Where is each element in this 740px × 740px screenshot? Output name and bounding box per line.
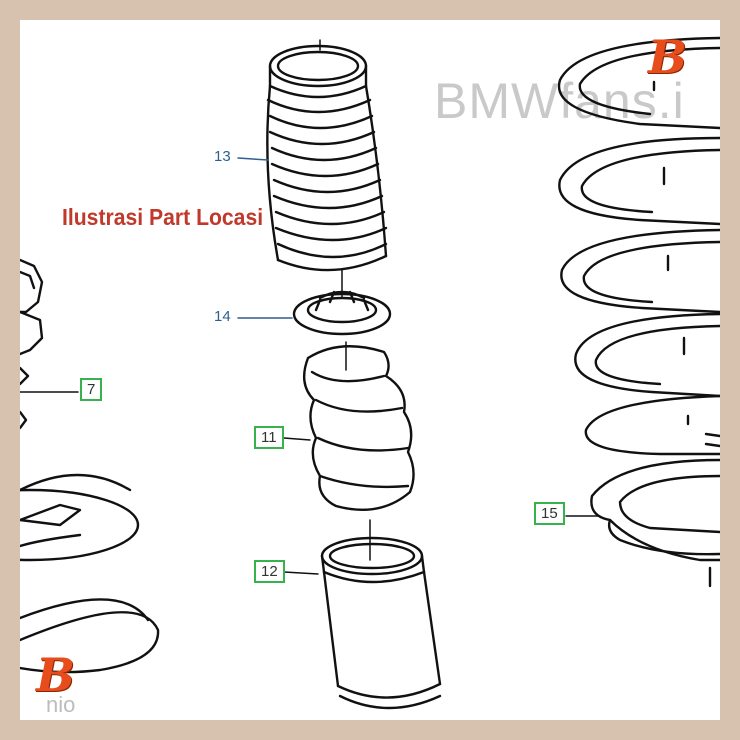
diagram-frame: BMWfans.i	[20, 20, 720, 720]
callout-13: 13	[214, 148, 231, 165]
stamp-logo-bottom: B	[36, 648, 75, 702]
callout-15: 15	[534, 502, 565, 525]
left-strut-mount	[20, 258, 160, 674]
corner-text: nio	[46, 692, 76, 717]
part-13-bellows	[266, 39, 388, 272]
parts-diagram	[20, 36, 720, 710]
leader-line-12	[283, 571, 319, 575]
part-14-ring	[292, 269, 392, 336]
illustration-title: Ilustrasi Part Locasi	[62, 204, 264, 230]
leader-line-11	[283, 437, 311, 441]
callout-7: 7	[80, 378, 103, 401]
part-15-spring-pad	[590, 458, 720, 588]
stamp-logo-top: B	[648, 30, 687, 84]
part-12-tube	[320, 519, 442, 710]
coil-spring	[557, 36, 720, 456]
part-11-bump-stop	[302, 341, 415, 511]
callout-11: 11	[254, 426, 284, 449]
callout-12: 12	[254, 560, 285, 583]
leader-line-13	[237, 157, 269, 161]
callout-14: 14	[214, 308, 231, 325]
